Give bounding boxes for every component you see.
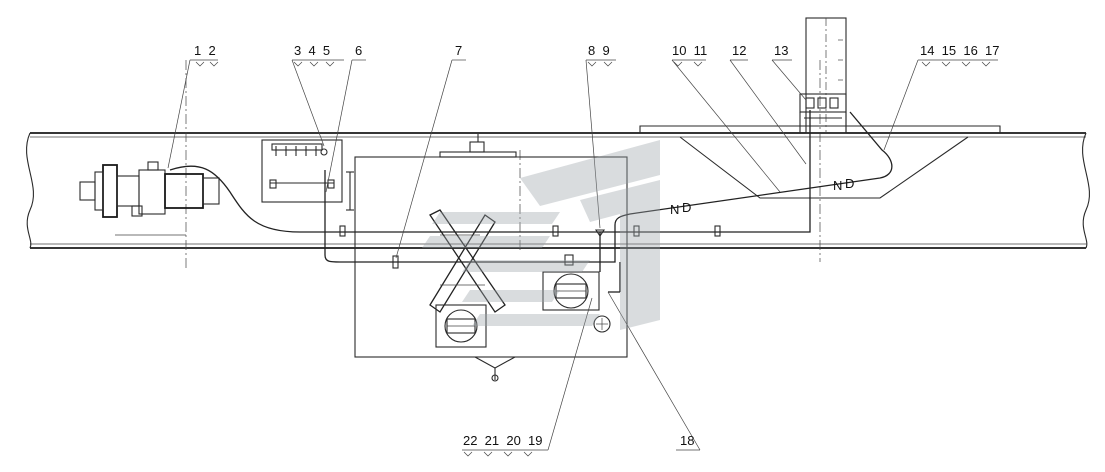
pipe-label-n-2: N [833,178,842,193]
heating-coil [429,209,506,313]
tank [346,134,628,382]
callout-labels: 1 2 3 4 5 6 7 8 9 10 11 12 13 14 15 16 1… [194,43,1000,448]
leader-lines [167,59,998,451]
callout-1-2: 1 2 [194,43,216,58]
watermark-logo [422,140,660,330]
callout-8-9: 8 9 [588,43,610,58]
callout-underline-ticks [195,61,991,457]
callout-6: 6 [355,43,362,58]
pipe-label-d-2: D [845,176,854,191]
valve-bracket-13 [799,93,847,133]
callout-7: 7 [455,43,462,58]
callout-14-15-16-17: 14 15 16 17 [920,43,1000,58]
manhole-left [435,304,487,348]
pipe-runs [169,110,893,293]
pipe-label-n-1: N [670,202,679,217]
pipe-label-d-1: D [682,200,691,215]
callout-22-21-20-19: 22 21 20 19 [463,433,543,448]
callout-10-11: 10 11 [672,43,707,58]
callout-12: 12 [732,43,746,58]
callout-18: 18 [680,433,694,448]
callout-3-4-5: 3 4 5 [294,43,330,58]
hull-outline [25,60,1091,270]
pump-unit-1 [79,161,220,236]
manhole-right [542,254,611,333]
callout-13: 13 [774,43,788,58]
pipe-label-group: N D N D [670,176,854,217]
vent-stack [805,17,847,134]
gauge-panel [261,139,343,203]
